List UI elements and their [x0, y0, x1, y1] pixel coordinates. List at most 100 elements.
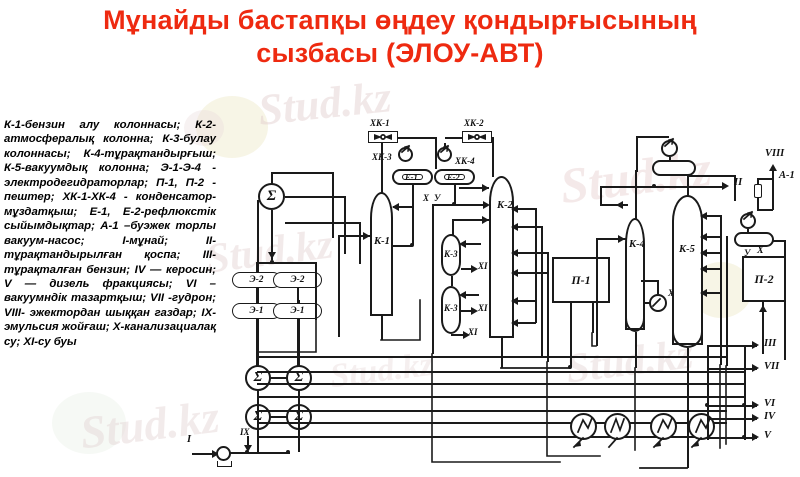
k2-draw [514, 208, 536, 210]
k4-reb-v [657, 280, 659, 294]
k2-draw-arrow [511, 268, 518, 277]
output-line-VI [707, 405, 757, 408]
pump-HK-3 [398, 147, 413, 162]
output-arrow-VII [752, 363, 759, 372]
heat-exchanger-HK-2 [462, 131, 492, 143]
e-link [297, 288, 299, 303]
label-HK-1: ХК-1 [370, 118, 390, 128]
feed-to-K1-arrow [363, 231, 370, 240]
k2-bottom [501, 338, 503, 368]
title-line-2: сызбасы (ЭЛОУ-АВТ) [256, 38, 544, 68]
watermark-text: Stud.kz [77, 390, 222, 459]
k4-reb-link [645, 302, 650, 304]
stream-label-I: I [187, 434, 192, 445]
mixer-sigma-top: Σ [258, 183, 285, 210]
k4-reb-h [641, 280, 658, 282]
k4-feed-arrow [618, 234, 625, 243]
a1-right [772, 192, 774, 210]
label-K-3-lower: К-3 [444, 303, 458, 313]
mixer-link [270, 377, 287, 379]
mixer-top-in3 [285, 222, 360, 224]
drum-K4-overhead [652, 160, 696, 176]
k5-draw-arrow [700, 288, 707, 297]
k3l-arrow [459, 290, 466, 299]
preheat-riser [332, 172, 334, 238]
hk1-to-drum [398, 137, 436, 139]
electrodehydrator-E2-right: Э-2 [273, 272, 322, 288]
k2-draw [514, 300, 536, 302]
k3u-in [461, 243, 481, 245]
feed-to-K1-v [338, 235, 340, 337]
k4-ov-h [636, 136, 669, 138]
output-line-IV [707, 418, 757, 421]
k2-feed2 [452, 219, 489, 221]
label-K-5: К-5 [679, 244, 695, 255]
k2-draw [514, 226, 542, 228]
output-arrow-III [752, 340, 759, 349]
k2-draw-arrow [511, 296, 518, 305]
stream-II-line [600, 186, 724, 189]
drum-inner [402, 174, 423, 180]
e-link [256, 288, 258, 303]
k2-draw-arrow [511, 248, 518, 257]
output-label-IV: IV [764, 411, 776, 422]
k3l-out2-arrow [463, 330, 470, 339]
ix-line [247, 436, 249, 449]
stream-II-arrow [722, 182, 729, 190]
k2-draw [514, 322, 536, 324]
column-K-1 [370, 192, 393, 316]
p1-out [570, 303, 572, 367]
column-K-3-lower [441, 286, 461, 334]
mixer-top-arrow [268, 252, 276, 259]
k2-draw-v [535, 208, 537, 323]
k4-feed-v [596, 238, 598, 346]
k4-bottom [635, 332, 637, 368]
mixer-sigma-1: Σ [245, 365, 271, 391]
k5-draw [703, 236, 721, 238]
column-K-5 [672, 195, 703, 345]
output-label-VII: VII [764, 361, 780, 372]
k2-draw [514, 272, 548, 274]
label-K-3-upper: К-3 [444, 249, 458, 259]
k1-side [393, 245, 412, 247]
preheat-riser2 [344, 196, 346, 254]
k2-feed-v [452, 219, 454, 239]
product-rail [257, 396, 745, 398]
k5-bottom [687, 348, 689, 468]
k5-draw [703, 292, 721, 294]
stream-label-VIII: VIII [765, 148, 785, 159]
cooler-1 [570, 413, 597, 440]
k2-draw-v [547, 252, 549, 362]
k4-top [635, 170, 637, 220]
drum-inner [444, 174, 465, 180]
title-line-1: Мұнайды бастапқы өңдеу қондырғысының [103, 5, 697, 35]
output-label-III: III [764, 338, 777, 349]
reflux-drum-Ye-1 [392, 169, 433, 185]
output-line-III [707, 345, 757, 348]
junction-dot [652, 183, 657, 188]
k5-draw-v [726, 236, 728, 366]
k3l-in [461, 294, 479, 296]
junction-dot [244, 449, 250, 455]
product-rail [257, 436, 707, 438]
k1-reflux [393, 206, 412, 208]
feed-pump [216, 446, 231, 461]
ye1-drop [412, 185, 414, 245]
e-manifold [256, 262, 316, 264]
feed-pump-base [217, 461, 232, 467]
ix-arrow [243, 445, 252, 452]
p2-out [784, 240, 786, 360]
hk4-drop [444, 143, 446, 148]
product-rail [257, 410, 727, 412]
feed-arrow [212, 449, 219, 458]
hk1-drop [435, 137, 437, 169]
output-collector2 [707, 345, 709, 440]
hk2-link [445, 137, 463, 139]
legend-body: К-1-бензин алу колоннасы; К-2- атмосфера… [4, 119, 217, 348]
a1-bot [757, 209, 773, 211]
heat-exchanger-HK-1 [368, 131, 398, 143]
stream-label-Y-k5: У [744, 248, 751, 258]
e-link [297, 319, 299, 366]
feed-pump-out [230, 452, 290, 454]
